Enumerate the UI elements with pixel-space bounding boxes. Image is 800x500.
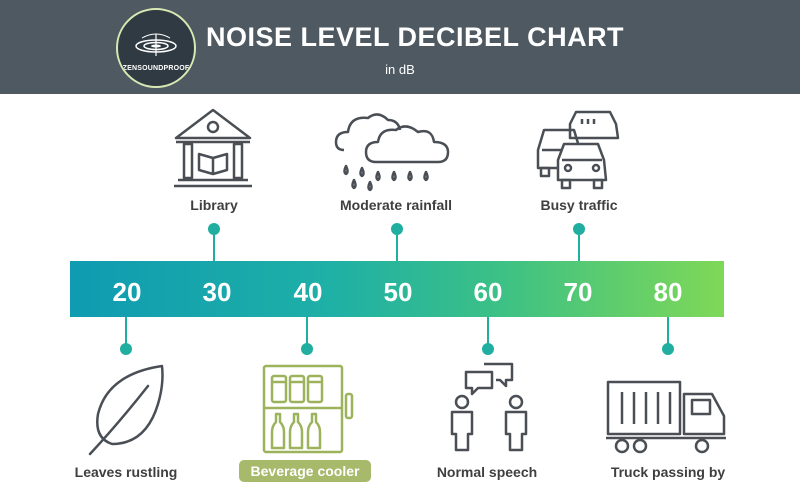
connector-stem-library	[213, 229, 215, 261]
tick-label: 80	[653, 277, 683, 307]
tick-label: 30	[202, 277, 232, 307]
connector-stem-traffic	[578, 229, 580, 261]
label-moderate-rainfall: Moderate rainfall	[339, 197, 453, 213]
library-icon	[172, 106, 254, 195]
truck-icon	[606, 380, 730, 459]
connector-stem-cooler	[306, 317, 308, 347]
label-busy-traffic: Busy traffic	[540, 197, 618, 213]
traffic-cars-icon	[536, 110, 622, 197]
connector-dot-truck	[662, 343, 674, 355]
rain-cloud-icon	[334, 110, 454, 197]
label-truck-passing-by: Truck passing by	[610, 464, 726, 480]
label-normal-speech: Normal speech	[436, 464, 538, 480]
speech-people-icon	[444, 362, 534, 457]
label-leaves-rustling: Leaves rustling	[74, 464, 178, 480]
connector-dot-cooler	[301, 343, 313, 355]
connector-stem-truck	[667, 317, 669, 347]
beverage-cooler-icon	[262, 364, 354, 459]
tick-label: 70	[563, 277, 593, 307]
tick-label: 20	[112, 277, 142, 307]
connector-stem-speech	[487, 317, 489, 347]
tick-label: 50	[383, 277, 413, 307]
label-library: Library	[190, 197, 238, 213]
connector-dot-leaves	[120, 343, 132, 355]
label-beverage-cooler: Beverage cooler	[239, 460, 371, 482]
leaf-icon	[88, 364, 168, 461]
decibel-scale-bar: 20 30 40 50 60 70 80	[70, 261, 724, 317]
sound-wave-logo-icon	[135, 33, 177, 56]
tick-label: 40	[293, 277, 323, 307]
header-banner: ZENSOUNDPROOF NOISE LEVEL DECIBEL CHART …	[0, 0, 800, 94]
logo: ZENSOUNDPROOF	[116, 8, 196, 88]
connector-stem-leaves	[125, 317, 127, 347]
logo-text: ZENSOUNDPROOF	[122, 65, 190, 72]
connector-stem-rainfall	[396, 229, 398, 261]
page-subtitle: in dB	[385, 62, 415, 77]
page-title: NOISE LEVEL DECIBEL CHART	[206, 22, 625, 52]
connector-dot-speech	[482, 343, 494, 355]
tick-label: 60	[473, 277, 503, 307]
